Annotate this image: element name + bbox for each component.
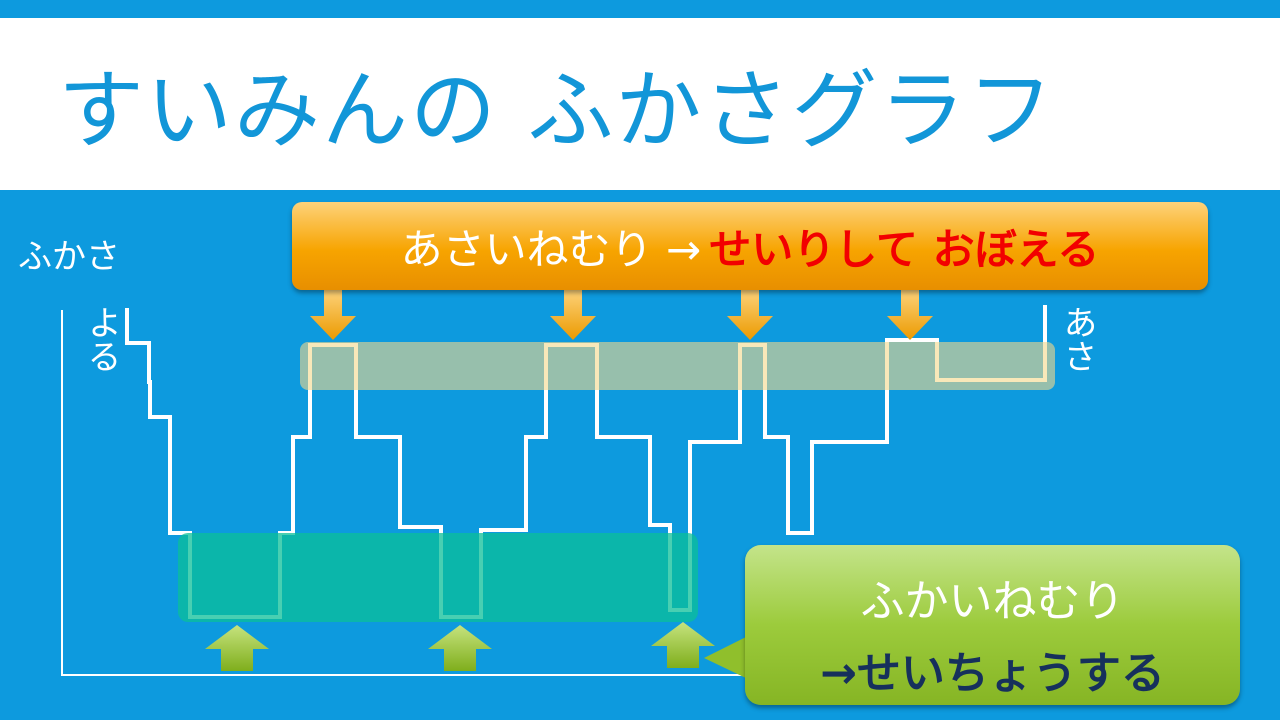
morning-label: あさ xyxy=(1057,305,1097,373)
light-sleep-benefit: せいりして おぼえる xyxy=(709,224,1100,274)
light-sleep-callout: あさいねむり → せいりして おぼえる xyxy=(292,202,1208,290)
up-arrow-icon xyxy=(651,622,715,668)
deep-sleep-band xyxy=(178,533,698,622)
deep-sleep-callout: ふかいねむり →せいちょうする xyxy=(745,545,1240,705)
page-title: すいみんの ふかさグラフ xyxy=(58,61,1056,161)
down-arrow-icon xyxy=(550,290,596,340)
y-axis-label: ふかさ xyxy=(18,237,120,277)
deep-sleep-benefit: →せいちょうする xyxy=(820,648,1165,699)
down-arrow-icon xyxy=(727,290,773,340)
up-arrow-icon xyxy=(205,625,269,671)
light-sleep-text: あさいねむり → xyxy=(400,224,702,274)
deep-sleep-text: ふかいねむり xyxy=(860,576,1125,627)
up-arrow-icon xyxy=(428,625,492,671)
title-bar: すいみんの ふかさグラフ xyxy=(0,18,1280,190)
down-arrow-icon xyxy=(310,290,356,340)
down-arrow-icon xyxy=(887,290,933,340)
night-label: よる xyxy=(81,305,121,373)
callout-pointer xyxy=(704,635,750,680)
light-sleep-band xyxy=(300,342,1055,390)
